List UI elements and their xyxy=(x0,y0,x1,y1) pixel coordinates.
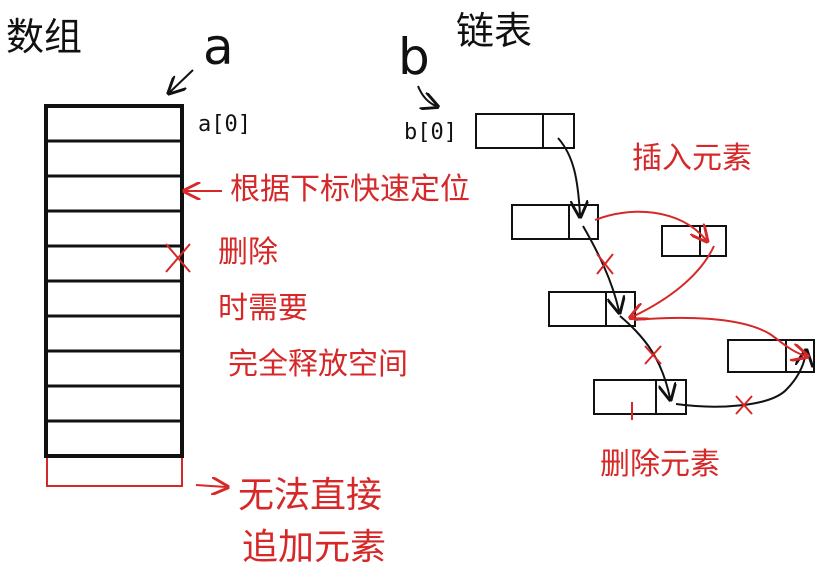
delete-note-line-3: 完全释放空间 xyxy=(228,347,408,382)
list-first-index-label: b[0] xyxy=(404,120,457,145)
list-node-4 xyxy=(593,379,687,415)
append-note-line-1: 无法直接 xyxy=(238,475,383,516)
insert-pointer-in xyxy=(594,210,706,240)
array-title: 数组 xyxy=(6,15,83,59)
array-pointer-arrow xyxy=(170,69,194,92)
list-var-label: b xyxy=(398,28,430,86)
insert-note: 插入元素 xyxy=(632,141,752,176)
append-note-line-2: 追加元素 xyxy=(242,527,387,568)
delete-bypass-pointer xyxy=(633,316,806,356)
delete-note-line-2: 时需要 xyxy=(218,291,308,326)
append-bracket xyxy=(46,458,183,487)
insert-pointer-out xyxy=(632,245,715,317)
list-pointer-arrow xyxy=(417,85,436,106)
delete-cut-cross-2 xyxy=(735,395,753,415)
delete-cut-cross-1 xyxy=(644,345,662,365)
next-pointer-1 xyxy=(557,137,580,215)
list-node-3 xyxy=(548,291,636,327)
array-first-index-label: a[0] xyxy=(198,112,251,137)
insert-cut-cross xyxy=(596,253,614,275)
array-block xyxy=(44,104,184,458)
delete-element-note: 删除元素 xyxy=(600,447,720,482)
detached-node-pointer xyxy=(675,352,806,408)
append-arrow xyxy=(195,485,226,487)
next-pointer-3 xyxy=(619,315,670,398)
array-cell-dividers xyxy=(46,139,182,423)
list-node-inserted xyxy=(661,225,727,257)
list-node-1 xyxy=(475,113,575,149)
array-var-label: a xyxy=(203,18,234,76)
index-note: 根据下标快速定位 xyxy=(230,172,470,207)
list-title: 链表 xyxy=(456,9,533,53)
delete-note-line-1: 删除 xyxy=(218,235,278,270)
list-node-2 xyxy=(511,204,599,240)
array-delete-cross xyxy=(165,243,191,273)
